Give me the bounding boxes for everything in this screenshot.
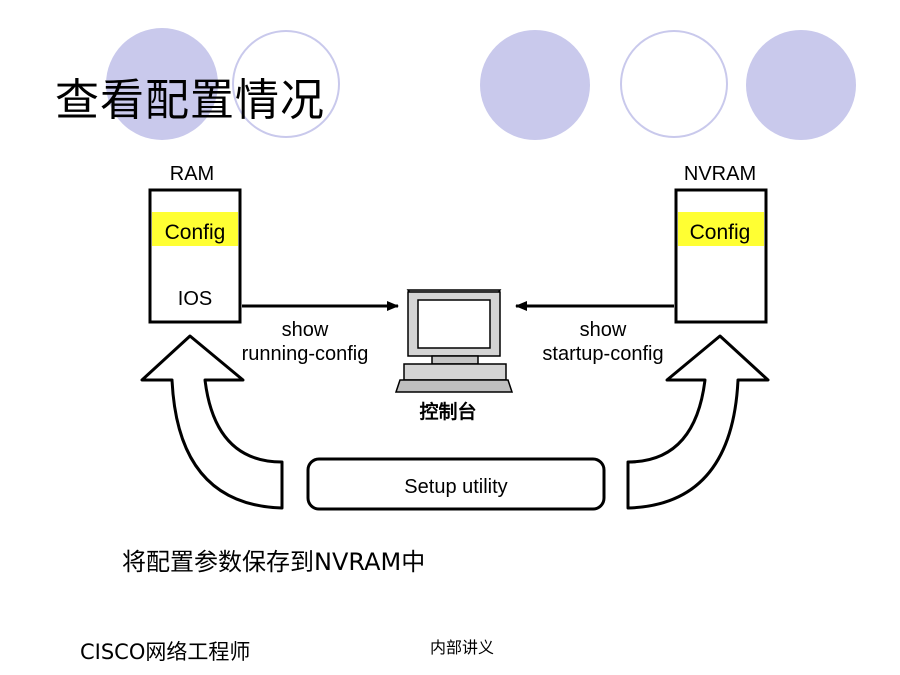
nvram-box (674, 188, 768, 324)
decorative-circle (106, 28, 218, 140)
show-startup-label-2: startup-config (542, 343, 663, 365)
console-label: 控制台 (419, 400, 476, 423)
console-computer-icon (394, 289, 514, 393)
show-running-label-2: running-config (242, 343, 369, 365)
footer-center: 内部讲义 (430, 638, 495, 657)
ram-config-label: Config (165, 221, 226, 244)
left-upward-arrow (140, 334, 284, 510)
right-upward-arrow (626, 334, 770, 510)
decorative-ring (620, 30, 728, 138)
ram-label: RAM (170, 163, 214, 185)
show-running-label-1: show (282, 319, 329, 341)
setup-utility-label: Setup utility (404, 476, 507, 498)
footer-left: CISCO网络工程师 (80, 640, 251, 664)
decorative-circle (480, 30, 590, 140)
subtitle: 将配置参数保存到NVRAM中 (122, 548, 426, 576)
ram-ios-label: IOS (178, 288, 212, 310)
nvram-label: NVRAM (684, 163, 756, 185)
nvram-config-label: Config (690, 221, 751, 244)
setup-utility-box (306, 457, 606, 511)
nvram-config-highlight (678, 212, 764, 246)
ram-config-highlight (152, 212, 238, 246)
page-title: 查看配置情况 (55, 75, 325, 126)
decorative-ring (232, 30, 340, 138)
show-startup-label-1: show (580, 319, 627, 341)
decorative-circle (746, 30, 856, 140)
